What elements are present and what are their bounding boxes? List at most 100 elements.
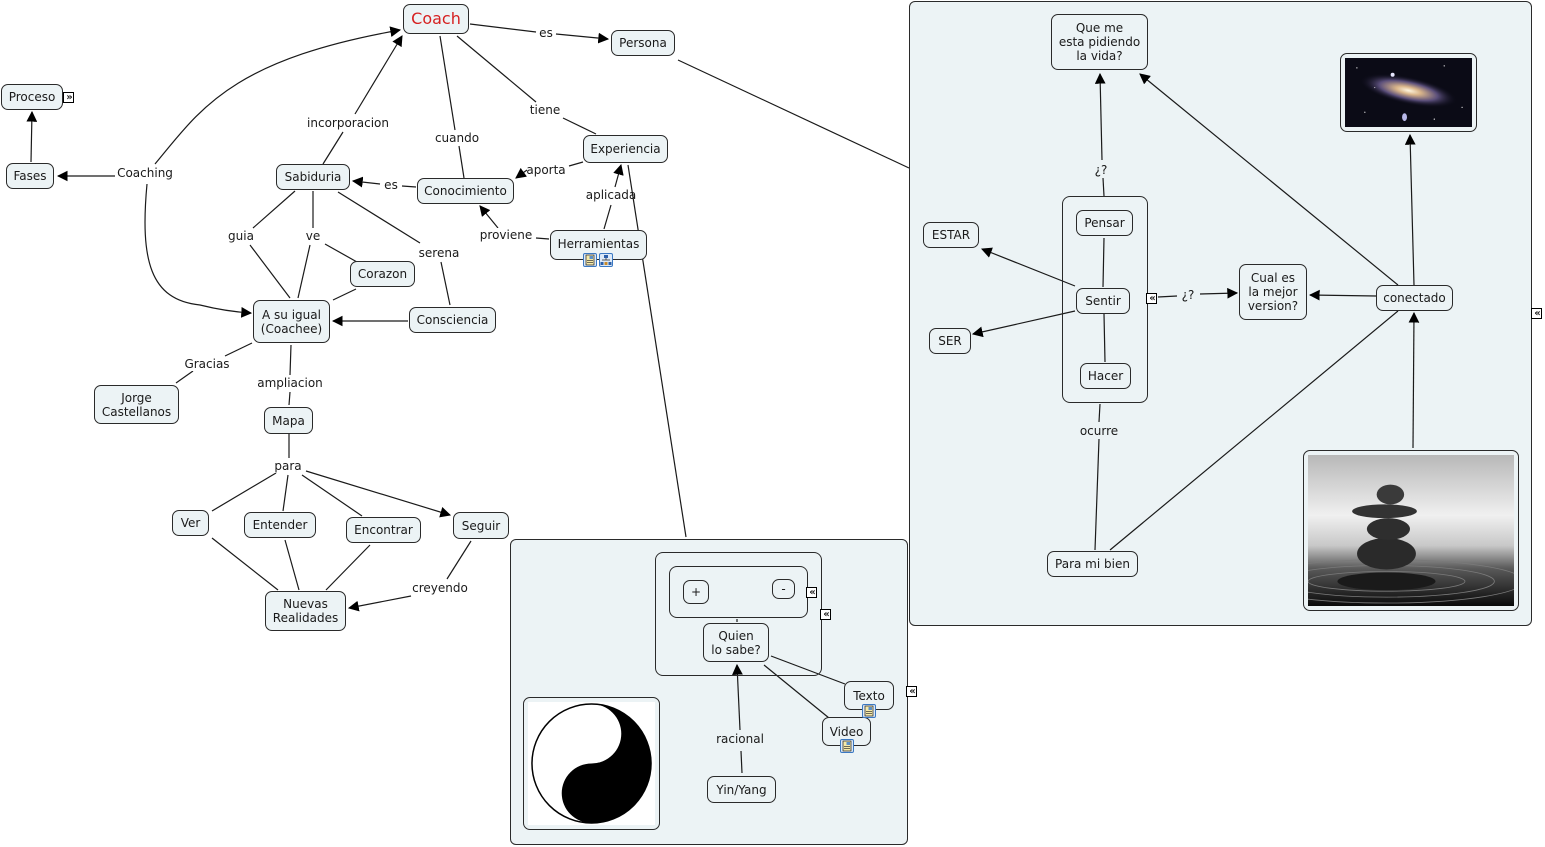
edge <box>401 185 417 188</box>
collapse-plus-minus-button[interactable]: « <box>806 587 817 598</box>
yin-yang-image <box>528 702 655 825</box>
node-ser[interactable]: SER <box>929 328 971 354</box>
galaxy-image-node[interactable] <box>1340 53 1477 132</box>
edge <box>337 191 421 244</box>
node-persona[interactable]: Persona <box>611 30 675 56</box>
link-label-proviene: proviene <box>477 228 535 242</box>
edge <box>252 190 296 229</box>
edge <box>211 537 279 591</box>
node-fases[interactable]: Fases <box>6 163 54 189</box>
node-plus[interactable]: + <box>683 580 709 604</box>
edge <box>458 145 465 179</box>
edge <box>332 288 357 301</box>
node-encontrar[interactable]: Encontrar <box>346 517 421 543</box>
link-label-coaching: Coaching <box>115 166 175 180</box>
edge <box>479 205 499 229</box>
node-consciencia[interactable]: Consciencia <box>409 307 496 333</box>
node-corazon[interactable]: Corazon <box>350 261 415 287</box>
document-resource-icon[interactable] <box>862 704 876 718</box>
node-proceso[interactable]: Proceso <box>1 84 63 110</box>
link-label-tiene: tiene <box>527 103 563 117</box>
edge <box>284 539 300 591</box>
edge <box>535 237 550 240</box>
edge <box>562 117 597 135</box>
node-para-mi-bien[interactable]: Para mi bien <box>1047 551 1138 577</box>
node-coach[interactable]: Coach <box>403 4 469 34</box>
collapse-quien-group-button[interactable]: « <box>820 609 831 620</box>
edge <box>249 244 291 299</box>
edge <box>677 59 910 169</box>
node-quien-lo-sabe[interactable]: Quien lo sabe? <box>703 623 769 662</box>
node-yin-yang[interactable]: Yin/Yang <box>707 776 776 803</box>
edge <box>1157 295 1178 298</box>
link-label-para: para <box>272 459 304 473</box>
document-resource-icon[interactable] <box>840 739 854 753</box>
link-label-aporta: aporta <box>526 163 566 177</box>
edge <box>439 35 456 131</box>
edge <box>446 540 472 580</box>
edge <box>456 35 537 103</box>
node-pensar[interactable]: Pensar <box>1076 210 1133 236</box>
node-conectado[interactable]: conectado <box>1376 285 1453 311</box>
edge <box>325 544 371 591</box>
node-mapa[interactable]: Mapa <box>264 407 313 434</box>
link-label-aplicada: aplicada <box>585 188 637 202</box>
expand-proceso-button[interactable]: » <box>63 92 74 103</box>
edge <box>440 261 451 306</box>
stones-image-node[interactable] <box>1248 450 1525 611</box>
link-label-es: es <box>382 178 400 192</box>
edge <box>515 167 528 179</box>
node-video[interactable]: Video <box>822 717 871 746</box>
node-hacer[interactable]: Hacer <box>1080 363 1131 389</box>
edge <box>1102 237 1105 288</box>
edge <box>1139 73 1399 286</box>
collapse-sentir-group-button[interactable]: « <box>1146 293 1157 304</box>
link-label-ocurre: ocurre <box>1077 424 1121 438</box>
link-label-pregunta: ¿? <box>1092 163 1110 177</box>
node-experiencia[interactable]: Experiencia <box>583 135 668 163</box>
node-conocimiento[interactable]: Conocimiento <box>417 178 514 204</box>
node-minus[interactable]: - <box>772 579 795 599</box>
edge <box>301 474 363 517</box>
edge <box>351 176 381 188</box>
document-resource-icon[interactable] <box>583 253 597 267</box>
link-label-ve: ve <box>303 229 323 243</box>
node-jorge-castellanos[interactable]: Jorge Castellanos <box>94 385 179 424</box>
link-label-serena: serena <box>416 246 462 260</box>
edge <box>1094 72 1106 161</box>
node-seguir[interactable]: Seguir <box>453 512 509 539</box>
edge <box>297 244 311 299</box>
link-label-guia: guia <box>226 229 256 243</box>
link-label-cuando: cuando <box>432 131 482 145</box>
node-que-me-pide-la-vida[interactable]: Que me esta pidiendo la vida? <box>1051 14 1148 70</box>
node-nuevas-realidades[interactable]: Nuevas Realidades <box>265 591 346 631</box>
link-label-gracias: Gracias <box>182 357 232 371</box>
edge <box>971 310 1076 338</box>
edge <box>568 161 584 167</box>
node-mejor-version[interactable]: Cual es la mejor version? <box>1239 264 1307 320</box>
collapse-right-panel-button[interactable]: « <box>1531 308 1542 319</box>
yin-yang-image-node[interactable] <box>523 697 660 830</box>
link-label-pregunta: ¿? <box>1179 288 1197 302</box>
node-sabiduria[interactable]: Sabiduria <box>276 164 350 190</box>
edge <box>322 131 344 165</box>
node-ver[interactable]: Ver <box>172 510 209 536</box>
edge <box>469 23 537 33</box>
edge <box>613 163 624 188</box>
link-label-incorporacion: incorporacion <box>305 116 391 130</box>
edge <box>347 595 412 612</box>
edge <box>289 344 292 376</box>
node-herramientas[interactable]: Herramientas <box>550 230 647 260</box>
node-sentir[interactable]: Sentir <box>1076 288 1130 314</box>
node-entender[interactable]: Entender <box>244 512 316 538</box>
edge <box>324 243 358 263</box>
node-estar[interactable]: ESTAR <box>923 222 979 248</box>
node-a-su-igual[interactable]: A su igual (Coachee) <box>253 300 330 343</box>
edge <box>980 247 1076 287</box>
edge <box>305 470 452 518</box>
concept-map-resource-icon[interactable] <box>599 253 613 267</box>
edge <box>282 474 289 512</box>
collapse-bottom-panel-button[interactable]: « <box>906 686 917 697</box>
edge <box>770 655 846 685</box>
